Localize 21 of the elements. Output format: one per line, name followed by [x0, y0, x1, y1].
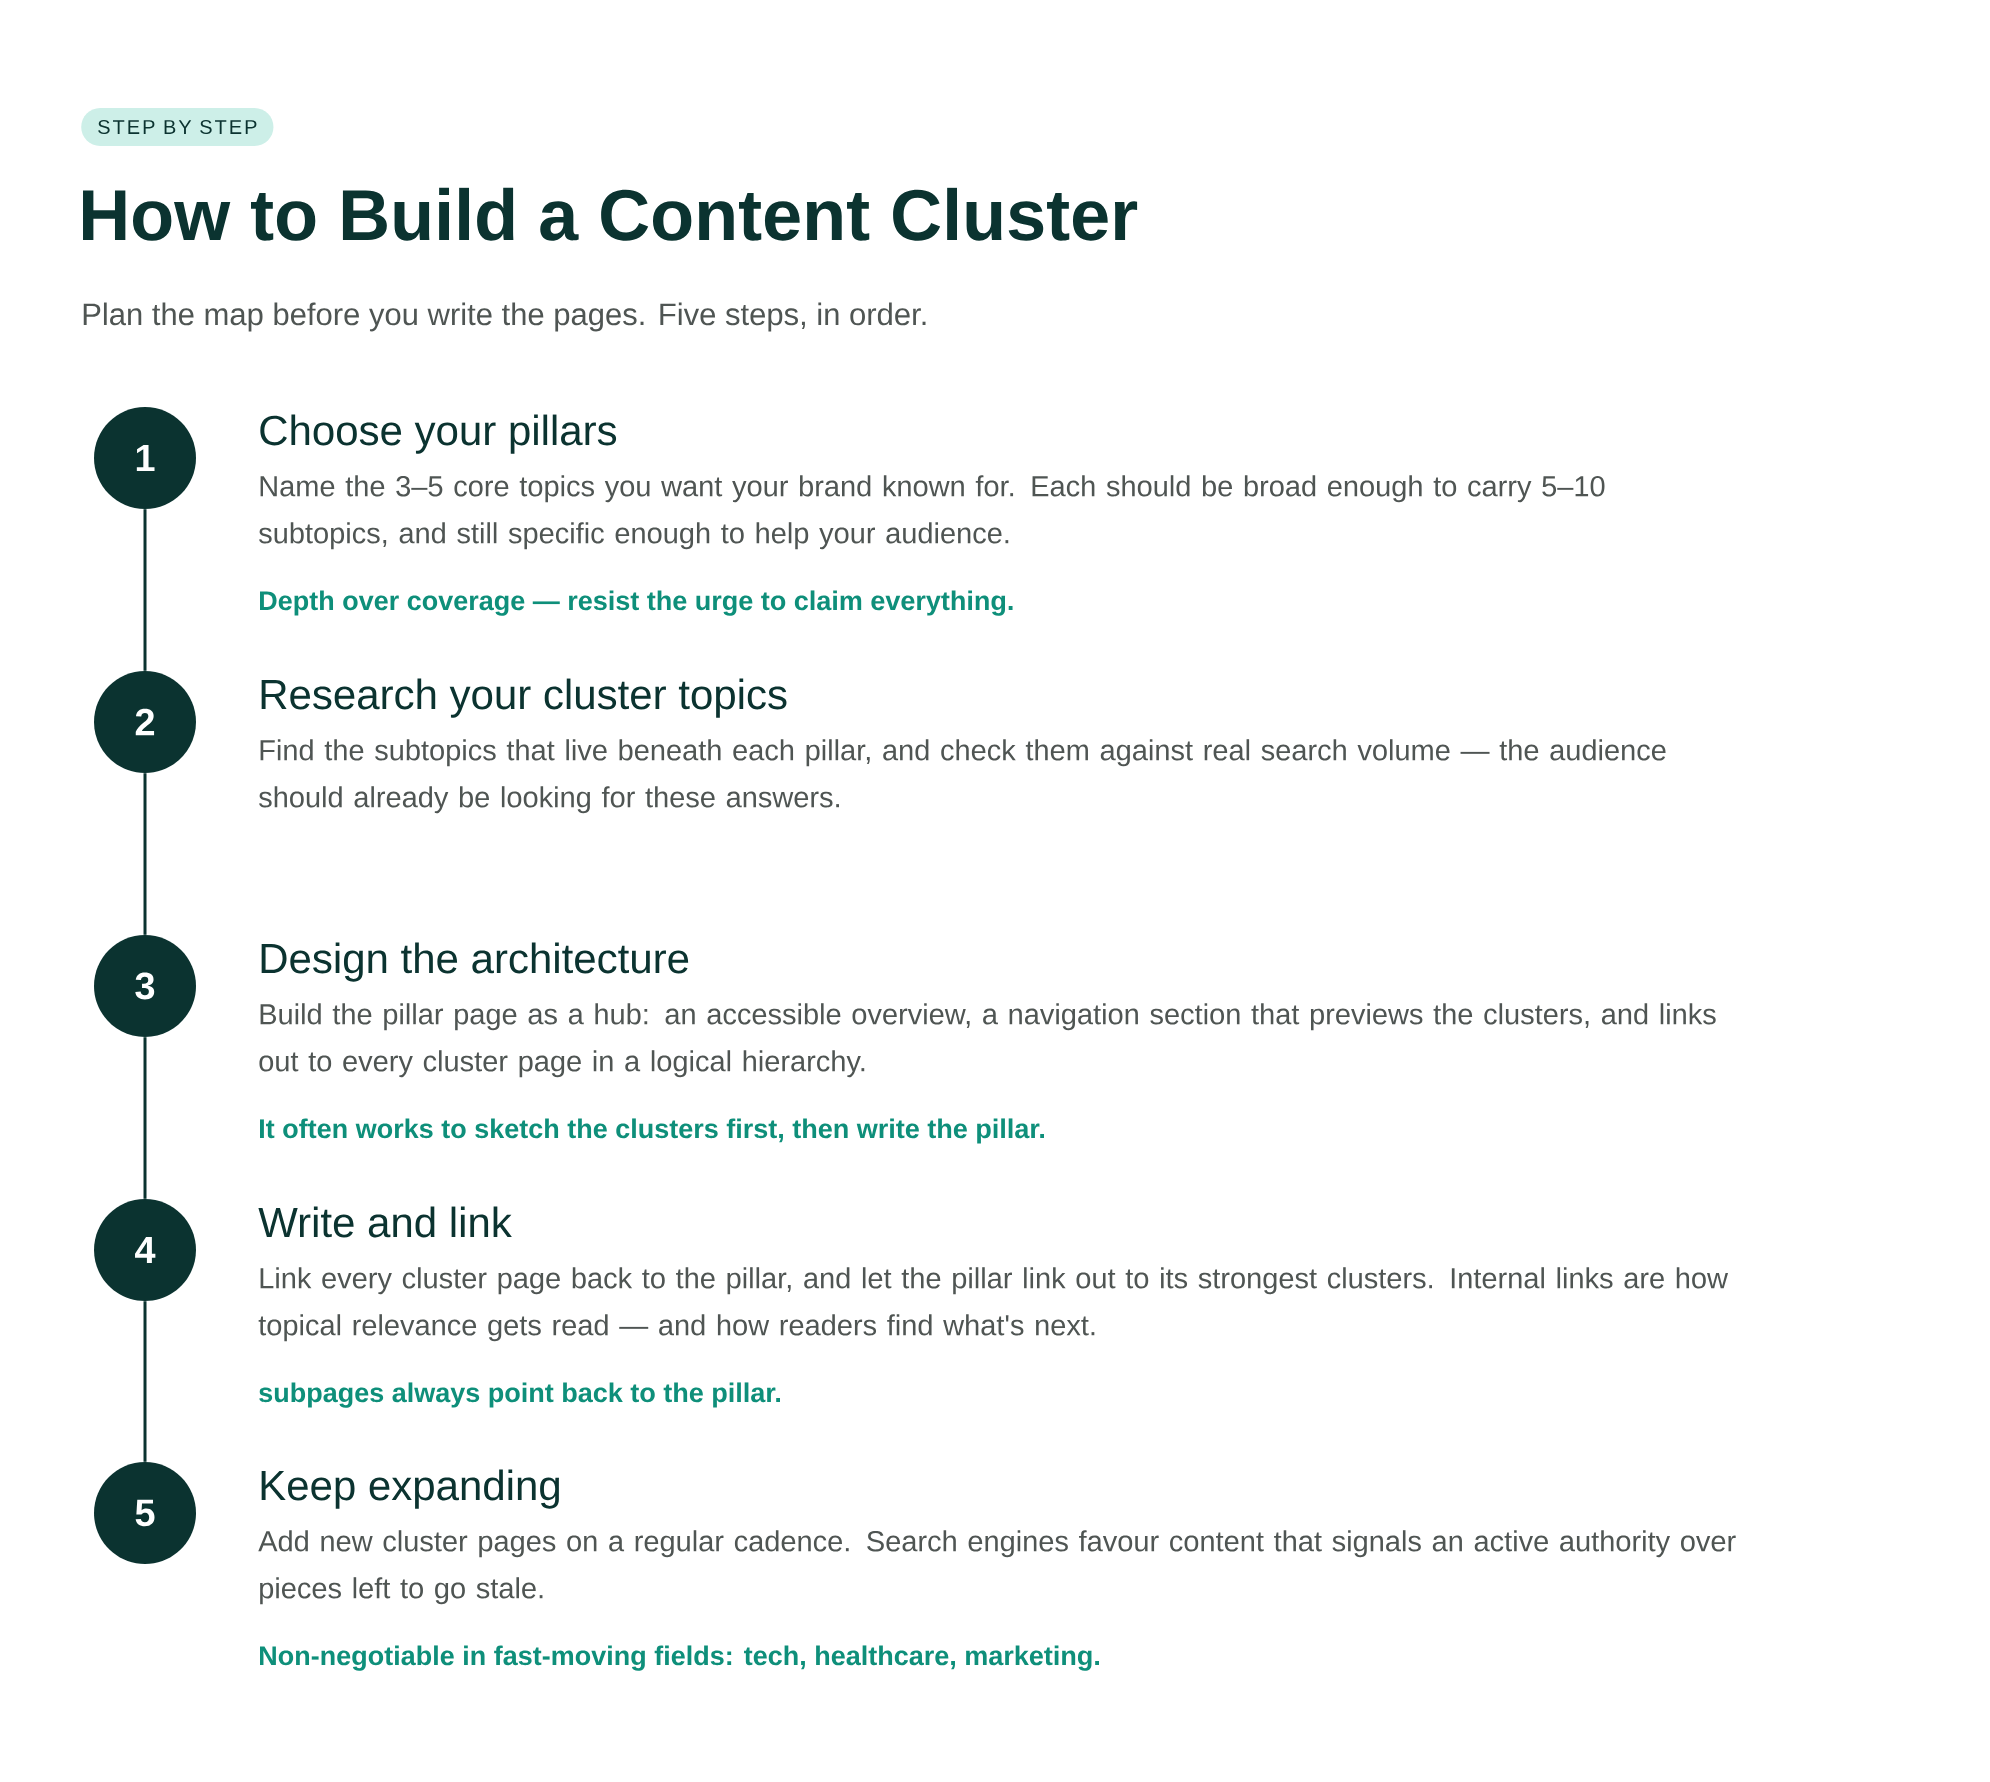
step-description: Build the pillar page as a hub: an accessible overview, a navigation section that previews the clusters, and links out to every cluster page in a logical hierarchy. [259, 1003, 1716, 1078]
title: How to Build a Content Cluster [83, 187, 1138, 241]
connector-line [143, 1301, 147, 1462]
step-description: Find the subtopics that live beneath each pillar, and check them against real search volume — the audience should already be looking for these answers. [259, 739, 1666, 814]
step-description: Add new cluster pages on a regular cadence. Search engines favour content that signals an active authority over pieces left to go stale. [258, 1530, 1736, 1605]
step-heading: Write and link [258, 1206, 512, 1238]
step-heading: Keep expanding [261, 1469, 559, 1509]
step-note: subpages always point back to the pillar. [259, 1382, 780, 1408]
connector-line [143, 1037, 147, 1199]
connector-line [143, 773, 147, 935]
step-description: Link every cluster page back to the pillar, and let the pillar link out to its strongest clusters. Internal links are how topical relevance gets read — and how readers find what's next. [258, 1267, 1729, 1342]
step-heading: Design the architecture [261, 942, 689, 982]
connector-line [143, 509, 147, 671]
step-note: Depth over coverage — resist the urge to claim everything. [260, 590, 1013, 616]
step-note: It often works to sketch the clusters first, then write the pillar. [260, 1118, 1044, 1144]
step-heading: Research your cluster topics [261, 678, 787, 718]
step-description: Name the 3–5 core topics you want your brand known for. Each should be broad enough to carry 5–10 subtopics, and still specific enough to help your audience. [259, 475, 1605, 550]
tag-pill: STEP BY STEP [81, 108, 274, 146]
subtitle: Plan the map before you write the pages. Five steps, in order. [83, 302, 926, 332]
step-heading: Choose your pillars [260, 414, 617, 454]
step-note: Non-negotiable in fast-moving fields: tech, healthcare, marketing. [260, 1645, 1099, 1671]
